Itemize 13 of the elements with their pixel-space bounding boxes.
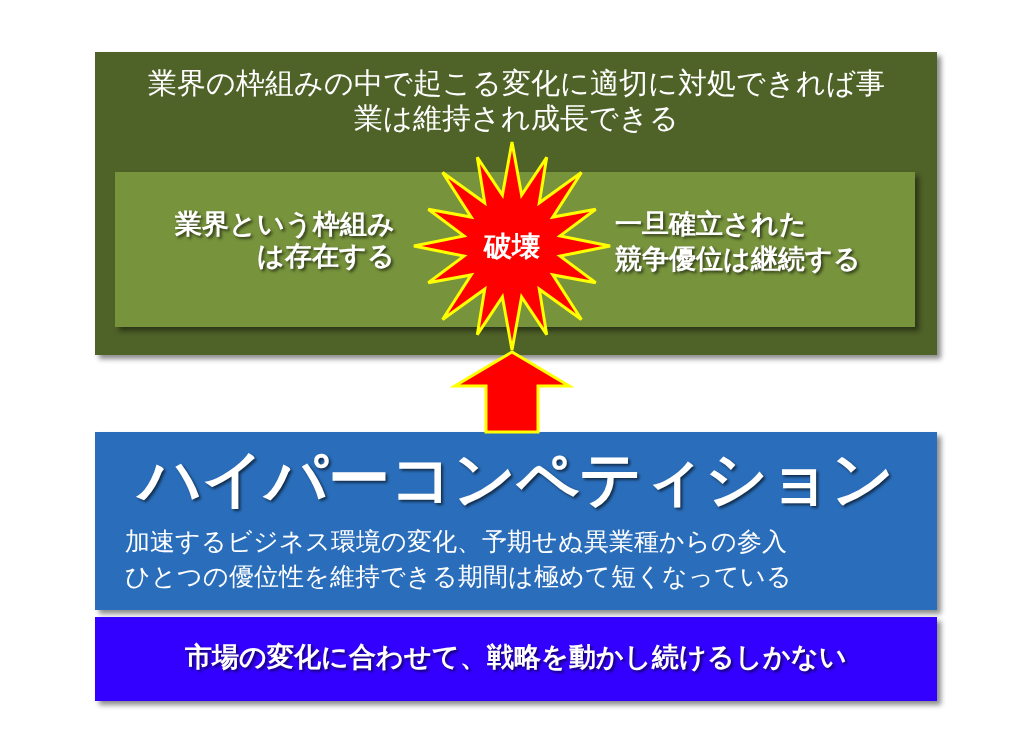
heading: ハイパーコンペティション: [135, 442, 895, 517]
text: 業界の枠組みの中で起こる変化に適切に対処できれば事業は維持され成長できる: [146, 66, 886, 136]
text: ひとつの優位性を維持できる期間は極めて短くなっている: [125, 562, 793, 592]
text: 一旦確立された: [615, 208, 808, 241]
burst-label: 破壊: [482, 230, 541, 264]
panel: [95, 52, 937, 355]
block-arrow: [449, 350, 575, 434]
text: 競争優位は継続する: [615, 243, 862, 276]
text: 加速するビジネス環境の変化、予期せぬ異業種からの参入: [125, 527, 788, 557]
banner: [95, 617, 937, 701]
text: 市場の変化に合わせて、戦略を動かし続けるしかない: [184, 641, 848, 674]
text: 業界という枠組みは存在する: [174, 208, 395, 273]
panel: [95, 432, 937, 610]
